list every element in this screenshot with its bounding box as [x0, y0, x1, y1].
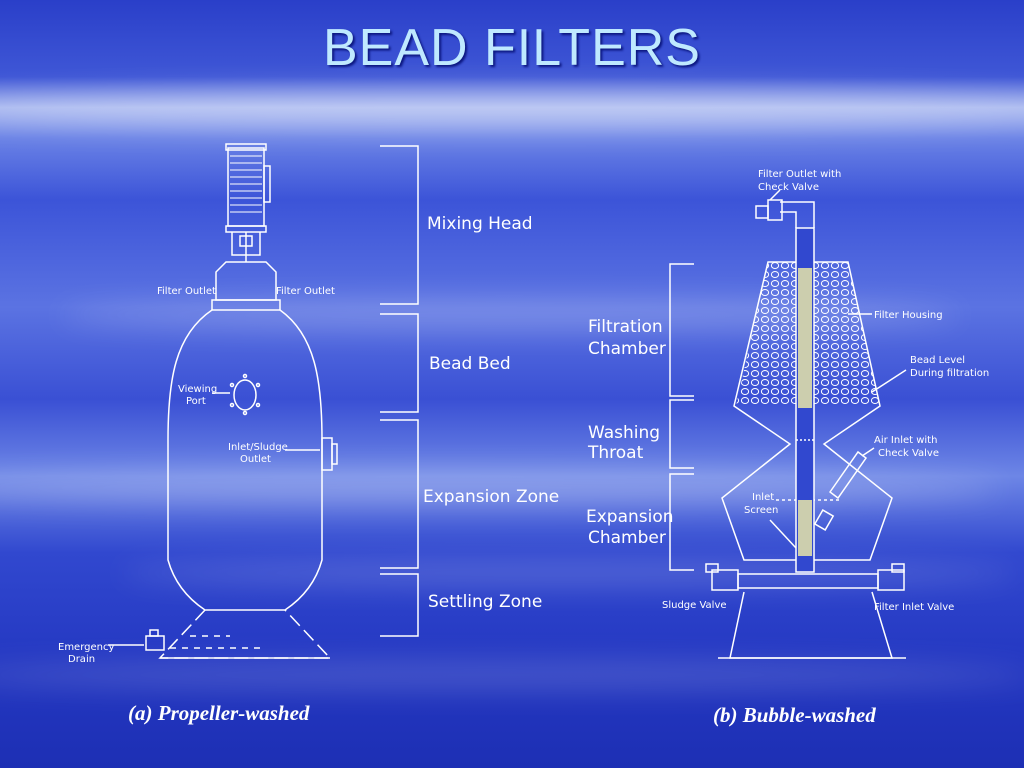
- bubble-washed-filter: [669, 189, 907, 659]
- zone-label-filtration-chamber: Filtration: [588, 317, 663, 337]
- callout-filter-inlet-valve: Filter Inlet Valve: [874, 602, 954, 613]
- motor-housing: [227, 147, 265, 227]
- bracket-expansion-chamber: [669, 473, 694, 571]
- bracket-expansion-zone: [380, 419, 419, 569]
- slide-title: BEAD FILTERS: [322, 19, 701, 77]
- bracket-washing-throat: [669, 399, 694, 469]
- zone-label-bead-bed: Bead Bed: [429, 354, 511, 374]
- zone-label-settling-zone: Settling Zone: [428, 592, 542, 612]
- callout-inlet-sludge-outlet: Inlet/Sludge: [228, 442, 288, 453]
- cloud-streak: [120, 560, 1020, 586]
- callout-inlet-screen: Inlet: [752, 492, 774, 503]
- callout-viewing-port: Port: [186, 396, 206, 407]
- cloud-streak: [0, 660, 1024, 690]
- bracket-settling-zone: [380, 573, 419, 637]
- bracket-mixing-head: [380, 145, 419, 305]
- callout-filter-outlet-check-valve: Check Valve: [758, 182, 819, 193]
- callout-viewing-port: Viewing: [178, 384, 217, 395]
- zone-label-expansion-chamber: Chamber: [588, 528, 666, 548]
- callout-bead-level: Bead Level: [910, 355, 965, 366]
- zone-label-washing-throat: Washing: [588, 423, 660, 443]
- callout-inlet-screen: Screen: [744, 505, 778, 516]
- callout-filter-outlet-right: Filter Outlet: [276, 286, 335, 297]
- callout-filter-outlet-left: Filter Outlet: [157, 286, 216, 297]
- cloud-streak: [0, 90, 1024, 130]
- callout-filter-housing: Filter Housing: [874, 310, 943, 321]
- zone-label-expansion-chamber: Expansion: [586, 507, 674, 527]
- zone-label-filtration-chamber: Chamber: [588, 339, 666, 359]
- caption-propeller-washed: (a) Propeller-washed: [128, 701, 310, 725]
- callout-air-inlet-check-valve: Air Inlet with: [874, 435, 937, 446]
- bracket-bead-bed: [380, 313, 419, 413]
- callout-emergency-drain: Drain: [68, 654, 95, 665]
- callout-sludge-valve: Sludge Valve: [662, 600, 727, 611]
- base-pipe: [737, 573, 879, 589]
- zone-label-washing-throat: Throat: [587, 443, 644, 463]
- caption-bubble-washed: (b) Bubble-washed: [713, 703, 876, 727]
- zone-label-mixing-head: Mixing Head: [427, 214, 533, 234]
- bracket-filtration-chamber: [669, 263, 694, 397]
- callout-bead-level: During filtration: [910, 368, 989, 379]
- propeller-washed-filter: [108, 143, 419, 659]
- callout-filter-outlet-check-valve: Filter Outlet with: [758, 169, 841, 180]
- callout-air-inlet-check-valve: Check Valve: [878, 448, 939, 459]
- zone-label-expansion-zone: Expansion Zone: [423, 487, 559, 507]
- callout-inlet-sludge-outlet: Outlet: [240, 454, 271, 465]
- filter-housing: [721, 261, 893, 561]
- callout-emergency-drain: Emergency: [58, 642, 114, 653]
